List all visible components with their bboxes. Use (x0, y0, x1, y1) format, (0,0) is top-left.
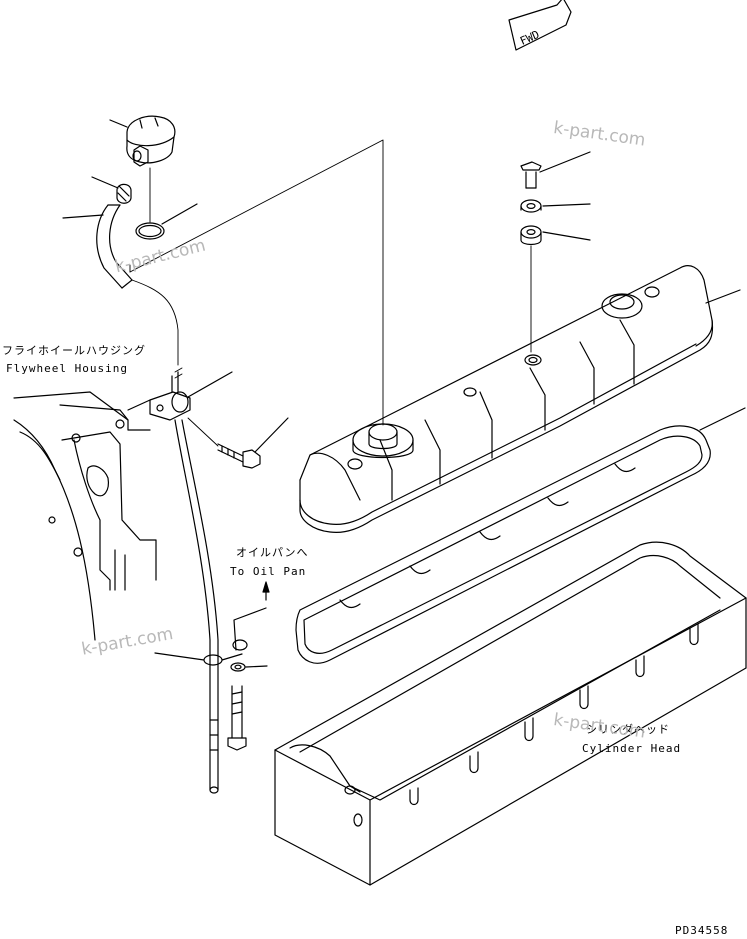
leader-seal-washer (542, 203, 591, 207)
label-flywheel-housing-jp: フライホイールハウジング (2, 344, 146, 357)
oil-filler-cap (126, 115, 176, 167)
rubber-grommet (520, 225, 542, 246)
leader-head-cover (705, 289, 741, 304)
leader-cap (109, 119, 128, 128)
seal-washer (520, 199, 542, 213)
head-cover-gasket (295, 425, 711, 664)
breather-tube (174, 419, 219, 794)
lower-washer (230, 662, 246, 672)
leader-bolt (254, 417, 289, 453)
arrow-up-icon (262, 581, 270, 601)
tube-clamp (149, 371, 191, 421)
leader-clamp (187, 371, 233, 398)
cylinder-head (274, 541, 747, 886)
drawing-number: PD34558 (675, 924, 729, 937)
lower-clip (203, 607, 267, 666)
flywheel-housing (13, 391, 157, 641)
leader-cover-bolt (539, 151, 591, 173)
leader-cover-cap (129, 139, 384, 426)
leader-gasket (699, 407, 746, 431)
label-cylinder-head-en: Cylinder Head (582, 742, 682, 755)
lower-bolt (227, 685, 247, 751)
leader-o-ring (161, 203, 198, 225)
o-ring (135, 222, 165, 240)
breather-hose (96, 204, 133, 289)
cover-bolt (520, 161, 542, 189)
leader-washer (245, 665, 268, 668)
label-flywheel-housing-en: Flywheel Housing (6, 362, 128, 375)
label-oil-pan-en: To Oil Pan (230, 565, 307, 578)
leader-hose (62, 214, 104, 219)
hose-clip (116, 183, 132, 204)
label-oil-pan-jp: オイルパンへ (236, 546, 309, 559)
leader-grommet (542, 231, 591, 241)
fwd-arrow-icon (508, 0, 572, 51)
leader-lower-clip (154, 652, 205, 661)
label-cylinder-head-jp: シリンダヘッド (586, 723, 670, 736)
clamp-bolt (217, 443, 261, 469)
tube-route (131, 279, 179, 366)
leader-clip (91, 176, 119, 189)
cylinder-head-cover (299, 265, 714, 533)
